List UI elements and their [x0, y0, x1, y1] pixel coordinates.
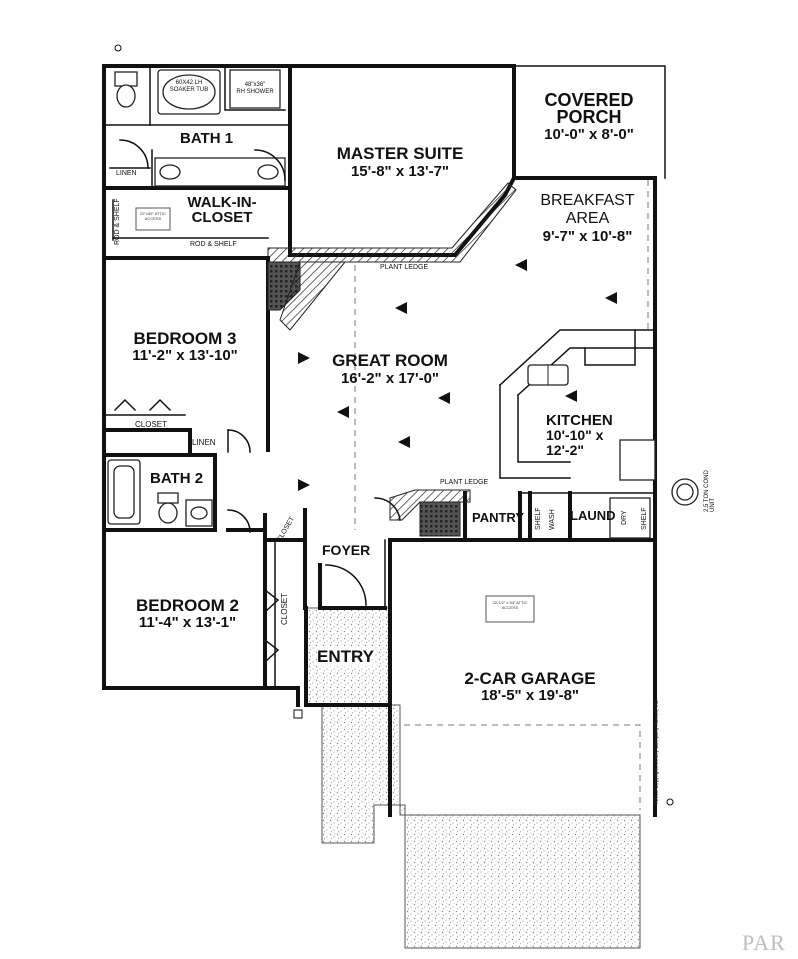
laund-label: LAUND — [570, 508, 616, 523]
covered-porch-dim: 10'-0" x 8'-0" — [544, 126, 634, 143]
breakfast-area-dim: 9'-7" x 10'-8" — [542, 228, 633, 245]
rod-shelf-1: ROD & SHELF — [114, 198, 121, 245]
bath1-walls — [102, 65, 292, 260]
bedroom-2-name: BEDROOM 2 — [136, 596, 239, 615]
great-room-dim: 16'-2" x 17'-0" — [340, 370, 440, 387]
bedroom2-closet-walls — [263, 508, 307, 689]
great-room-name: GREAT ROOM — [332, 351, 448, 370]
bath2-walls — [102, 453, 267, 690]
shelf-1-label: SHELF — [535, 507, 542, 530]
vaulted-lines — [135, 180, 649, 810]
garage-name: 2-CAR GARAGE — [464, 669, 596, 688]
plant-ledge-2: PLANT LEDGE — [440, 479, 489, 486]
bedroom-2-dim: 11'-4" x 13'-1" — [138, 614, 237, 631]
entry-label: ENTRY — [317, 647, 374, 667]
kitchen-counter — [498, 329, 656, 481]
great-room-label: GREAT ROOM 16'-2" x 17'-0" — [315, 352, 465, 388]
walk-in-closet-name-1: WALK-IN- — [187, 194, 257, 211]
exterior-walls — [102, 64, 657, 817]
bath-fixtures — [107, 69, 699, 527]
attic-access-2: 22-1/2" x 54" ATTIC ACCESS — [492, 600, 528, 610]
kitchen-label: KITCHEN 10'-10" x 12'-2" — [546, 413, 656, 458]
bedroom-2-label: BEDROOM 2 11'-4" x 13'-1" — [115, 597, 260, 631]
dry-label: DRY — [621, 510, 628, 525]
watermark: PAR — [742, 930, 786, 955]
plant-ledge-1: PLANT LEDGE — [380, 264, 429, 271]
bedroom-3-name: BEDROOM 3 — [133, 329, 237, 348]
kitchen-name: KITCHEN — [546, 412, 613, 429]
covered-porch-name-2: PORCH — [556, 107, 622, 127]
attic-access-1: 22"x30" ATTIC ACCESS — [140, 211, 166, 221]
kitchen-dim-1: 10'-10" x — [546, 427, 604, 443]
breakfast-area-name-1: BREAKFAST — [540, 192, 635, 209]
porch-outline — [513, 65, 666, 179]
shower-label: 48"x36" RH SHOWER — [230, 82, 280, 96]
pantry-laundry-walls — [389, 489, 656, 542]
garage-label: 2-CAR GARAGE 18'-5" x 19'-8" — [430, 670, 630, 704]
breakfast-area-name-2: AREA — [565, 210, 610, 227]
copyright-text: ©2013 Copyright, Emery Company Homes, In… — [654, 699, 660, 805]
garage-dim: 18'-5" x 19'-8" — [480, 687, 580, 704]
master-suite-name: MASTER SUITE — [336, 144, 464, 163]
covered-porch-label: COVERED PORCH 10'-0" x 8'-0" — [516, 90, 662, 143]
linen-hall: LINEN — [192, 438, 216, 447]
walk-in-closet-label: WALK-IN- CLOSET — [172, 195, 272, 225]
bedroom-3-label: BEDROOM 3 11'-2" x 13'-10" — [110, 330, 260, 364]
wash-label: WASH — [549, 509, 556, 530]
bath-2-label: BATH 2 — [150, 470, 204, 487]
bath-1-label: BATH 1 — [180, 130, 234, 147]
closet-bed3: CLOSET — [135, 420, 168, 429]
linen-bath1: LINEN — [116, 170, 137, 177]
pantry-label: PANTRY — [472, 510, 524, 525]
foyer-label: FOYER — [322, 542, 371, 558]
shower-1: 48"x36" — [244, 82, 266, 88]
grid-markers — [114, 44, 674, 806]
ac-unit-label: 2.5 TON COND UNIT — [704, 470, 716, 512]
doors — [113, 139, 401, 664]
fireplace — [267, 261, 347, 331]
master-suite-dim: 15'-8" x 13'-7" — [350, 163, 450, 180]
shower-2: RH SHOWER — [236, 89, 274, 95]
closet-bed2: CLOSET — [280, 592, 289, 625]
kitchen-dim-2: 12'-2" — [546, 442, 584, 458]
bedroom-3-dim: 11'-2" x 13'-10" — [132, 347, 238, 364]
shelf-2-label: SHELF — [641, 507, 648, 530]
walk-in-closet-name-2: CLOSET — [191, 209, 253, 226]
soaker-tub-2: SOAKER TUB — [169, 87, 209, 93]
foyer-walls — [318, 539, 387, 610]
soaker-tub-label: 60X42 LH SOAKER TUB — [163, 80, 215, 94]
breakfast-area-label: BREAKFAST AREA 9'-7" x 10'-8" — [520, 192, 655, 246]
arrows — [298, 259, 617, 491]
master-suite-label: MASTER SUITE 15'-8" x 13'-7" — [310, 145, 490, 181]
soaker-tub-1: 60X42 LH — [175, 80, 203, 86]
covered-porch-name-1: COVERED — [544, 90, 634, 110]
rod-shelf-2: ROD & SHELF — [190, 241, 237, 248]
